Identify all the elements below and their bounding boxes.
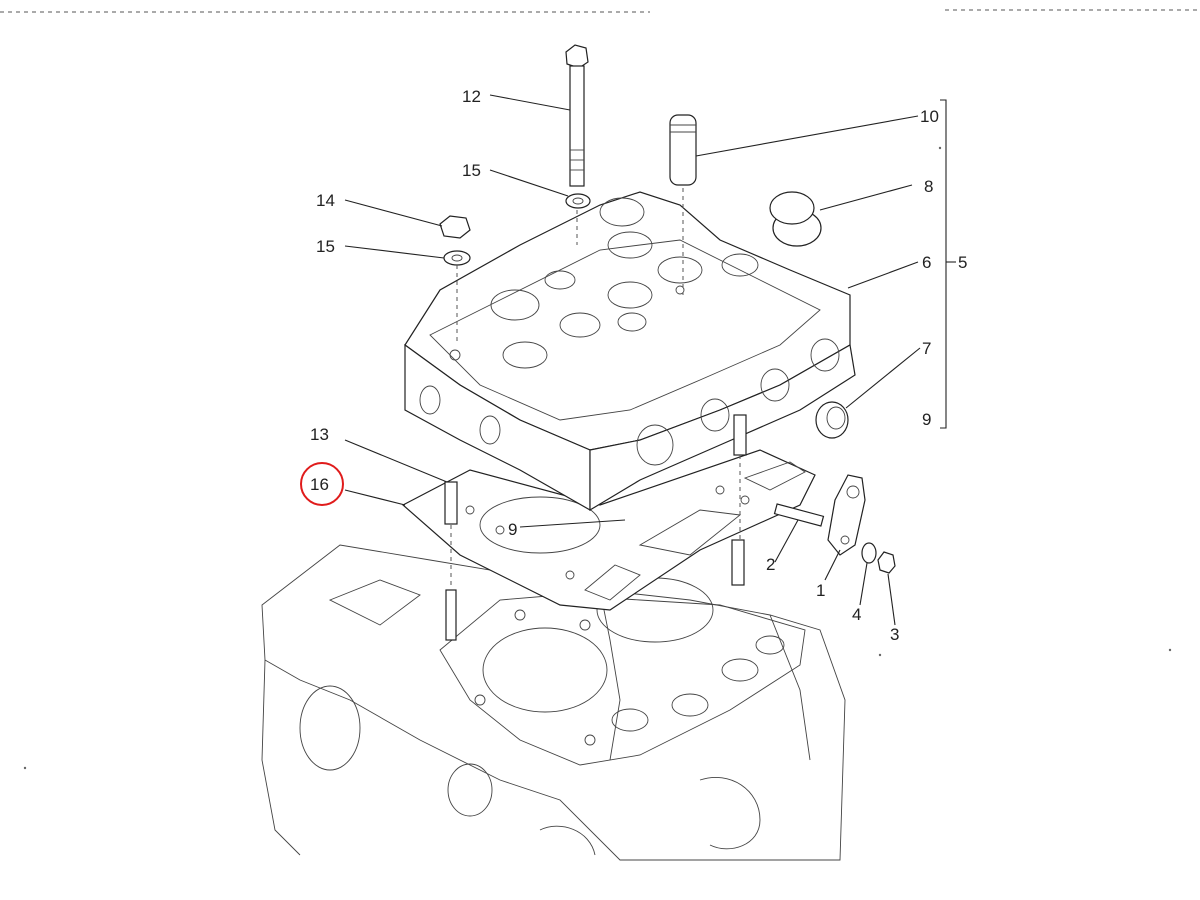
callout-15-upper: 15 <box>462 161 481 180</box>
callout-4: 4 <box>852 605 861 624</box>
alignment-lines <box>450 188 741 585</box>
callout-15-left: 15 <box>316 237 335 256</box>
fitting-10 <box>669 114 697 186</box>
callout-1: 1 <box>816 581 825 600</box>
stud-13 <box>444 414 747 641</box>
nut-14 <box>439 215 471 239</box>
callout-12: 12 <box>462 87 481 106</box>
head-bolt-12 <box>565 44 589 187</box>
leader-lines <box>344 94 956 626</box>
callout-10: 10 <box>920 107 939 126</box>
head-gasket <box>401 449 816 611</box>
callout-7: 7 <box>922 339 931 358</box>
nut-3 <box>877 551 896 574</box>
seal-7 <box>815 401 849 439</box>
stray-dot <box>23 766 27 770</box>
cylinder-block-deck <box>439 577 806 766</box>
callout-9-right: 9 <box>922 410 931 429</box>
callout-14: 14 <box>316 191 335 210</box>
stray-dot <box>1168 648 1172 652</box>
washer-15-upper <box>565 193 591 209</box>
callout-2: 2 <box>766 555 775 574</box>
plug-8 <box>769 191 822 247</box>
highlight-circle-16 <box>300 462 344 506</box>
washer-4 <box>861 542 877 564</box>
washer-15-left <box>443 250 471 266</box>
callout-6: 6 <box>922 253 931 272</box>
stray-dot <box>938 146 942 150</box>
callout-8: 8 <box>924 177 933 196</box>
callout-9-gasket: 9 <box>508 520 517 539</box>
callout-13: 13 <box>310 425 329 444</box>
stray-dot <box>878 653 882 657</box>
cylinder-head <box>404 191 856 512</box>
bracket-1 <box>827 474 866 556</box>
stud-2 <box>773 503 825 527</box>
callout-16: 16 <box>310 475 329 494</box>
callout-3: 3 <box>890 625 899 644</box>
callout-labels: 12 15 14 15 10 8 6 5 7 9 13 16 9 2 1 4 3 <box>310 87 967 644</box>
callout-5: 5 <box>958 253 967 272</box>
